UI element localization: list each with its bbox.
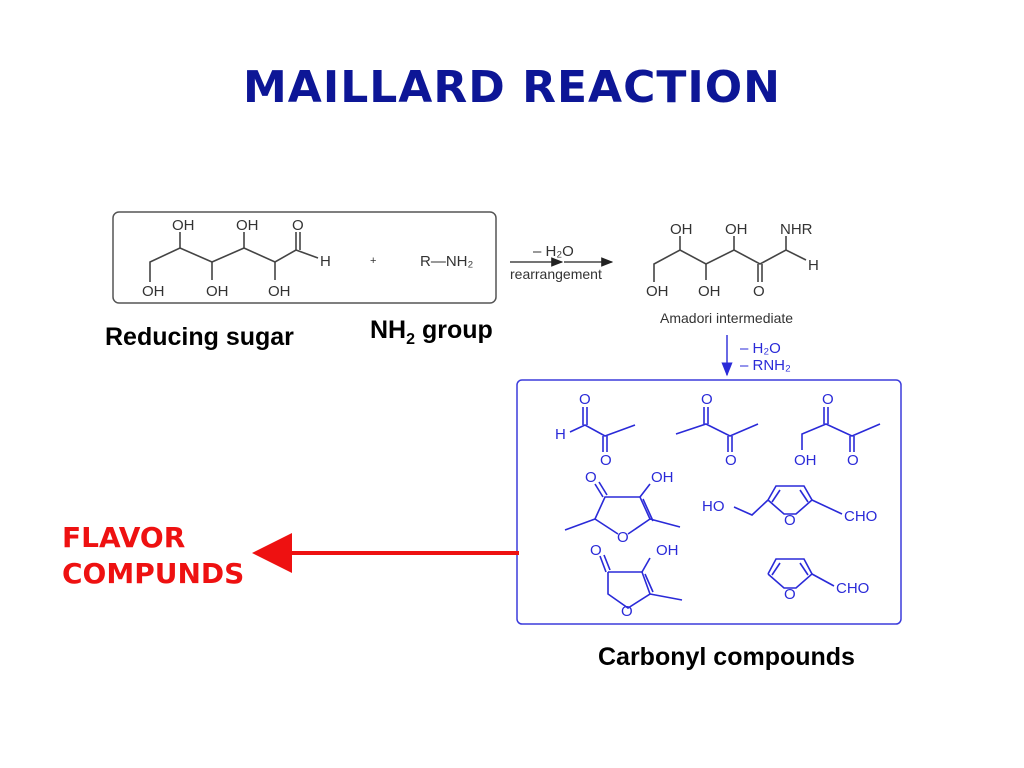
atom-label: O	[822, 391, 834, 408]
amadori-structure: OH OH NHR H OH OH O Amadori intermediate	[646, 221, 819, 326]
atom-label: O	[600, 452, 612, 469]
atom-label: O	[292, 217, 304, 234]
amadori-caption: Amadori intermediate	[660, 310, 793, 326]
atom-label: OH	[725, 221, 748, 238]
reducing-sugar-structure: OH OH O H OH OH OH	[142, 217, 331, 300]
plus-sign: +	[370, 255, 376, 267]
nh2-text: NH	[370, 316, 407, 344]
atom-label: OH	[236, 217, 259, 234]
norfuraneol-structure: O OH O	[590, 542, 683, 620]
reducing-sugar-label: Reducing sugar	[105, 323, 294, 351]
furfural-structure: O CHO	[767, 558, 869, 603]
atom-label: H	[320, 253, 331, 270]
furaneol-structure: O OH O	[564, 469, 681, 546]
atom-label: OH	[172, 217, 195, 234]
atom-label: O	[701, 391, 713, 408]
amine-formula: R—NH₂	[420, 253, 473, 270]
atom-label: CHO	[836, 580, 869, 597]
methylglyoxal-structure: O H O	[555, 391, 636, 469]
atom-label: OH	[698, 283, 721, 300]
nh2-subscript: 2	[406, 331, 416, 348]
atom-label: O	[847, 452, 859, 469]
atom-label: OH	[794, 452, 817, 469]
atom-label: O	[784, 586, 796, 603]
slide-title: MAILLARD REACTION	[243, 62, 781, 113]
reactants-box	[112, 211, 497, 304]
water-loss-label: – H₂O	[740, 340, 781, 357]
atom-label: H	[555, 426, 566, 443]
atom-label: O	[579, 391, 591, 408]
group-text: group	[415, 316, 493, 344]
carbonyl-compounds-label: Carbonyl compounds	[598, 643, 855, 671]
water-loss-label: – H₂O	[533, 243, 574, 260]
atom-label: NHR	[780, 221, 813, 238]
hmf-structure: HO O CHO	[702, 485, 877, 529]
atom-label: CHO	[844, 508, 877, 525]
atom-label: H	[808, 257, 819, 274]
atom-label: OH	[670, 221, 693, 238]
atom-label: OH	[142, 283, 165, 300]
atom-label: O	[753, 283, 765, 300]
atom-label: OH	[651, 469, 674, 486]
carbonyl-compounds-box	[516, 379, 902, 625]
flavor-line2: COMPUNDS	[62, 557, 245, 590]
atom-label: O	[590, 542, 602, 559]
nh2-group-label: NH2 group	[370, 316, 493, 349]
flavor-compounds-label: FLAVOR COMPUNDS	[62, 520, 244, 592]
amine-loss-label: – RNH₂	[740, 357, 791, 374]
atom-label: HO	[702, 498, 725, 515]
degradation-arrow: – H₂O – RNH₂	[721, 335, 791, 377]
hydroxy-diketone-structure: O OH O	[794, 391, 881, 469]
atom-label: O	[617, 529, 629, 546]
rearrangement-label: rearrangement	[510, 266, 602, 282]
diacetyl-structure: O O	[675, 391, 759, 469]
rearrangement-arrow: – H₂O rearrangement	[510, 243, 614, 282]
atom-label: OH	[206, 283, 229, 300]
flavor-line1: FLAVOR	[62, 521, 186, 554]
atom-label: O	[621, 603, 633, 620]
atom-label: O	[725, 452, 737, 469]
atom-label: O	[585, 469, 597, 486]
atom-label: OH	[268, 283, 291, 300]
atom-label: OH	[646, 283, 669, 300]
atom-label: O	[784, 512, 796, 529]
atom-label: OH	[656, 542, 679, 559]
